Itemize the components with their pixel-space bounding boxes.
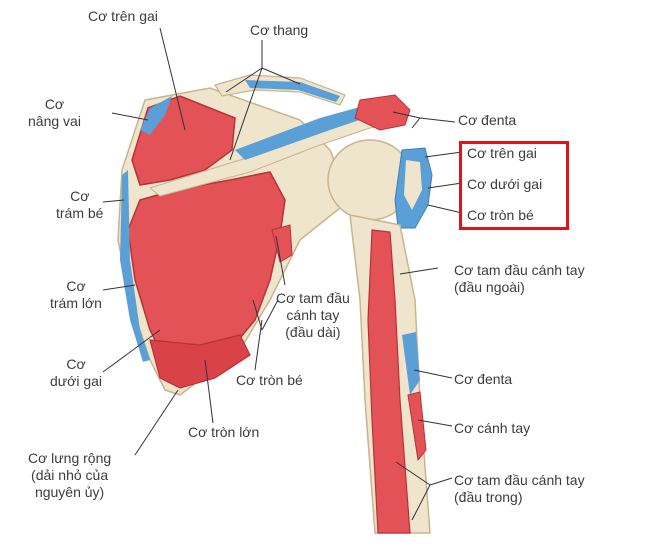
label-co-denta-top: Cơ đenta: [458, 112, 517, 128]
label-co-lung-rong: Cơ lưng rộng (dải nhỏ của nguyên ủy): [28, 450, 112, 500]
label-co-tam-dau-dai: Cơ tam đầu cánh tay (đầu dài): [276, 290, 350, 340]
teres-major-muscle: [149, 334, 251, 389]
label-co-tam-dau-ngoai: Cơ tam đầu cánh tay (đầu ngoài): [454, 262, 585, 295]
greater-tubercle: [404, 160, 422, 210]
label-co-canh-tay: Cơ cánh tay: [454, 420, 531, 436]
label-co-tren-gai-top: Cơ trên gai: [88, 8, 158, 24]
rhomboid-tendon: [120, 170, 150, 362]
label-co-tren-gai-right: Cơ trên gai: [467, 145, 537, 161]
label-co-tron-be-right: Cơ tròn bé: [467, 207, 534, 223]
trapezius-insertion: [235, 100, 395, 160]
label-co-tram-lon: Cơ trám lớn: [50, 278, 102, 311]
leader-lines: [102, 27, 463, 521]
label-co-nang-vai: Cơ nâng vai: [28, 96, 81, 129]
triceps-long-head: [367, 229, 411, 534]
label-co-duoi-gai-left: Cơ dưới gai: [50, 356, 103, 389]
label-co-duoi-gai-right: Cơ dưới gai: [467, 176, 543, 192]
clavicle-blue-insertion: [245, 80, 340, 102]
label-co-tram-be: Cơ trám bé: [56, 188, 104, 221]
levator-scapulae-tendon: [140, 96, 172, 135]
triceps-origin: [271, 224, 293, 263]
infraspinatus-muscle: [127, 171, 286, 366]
deltoid-insertion: [402, 332, 420, 395]
label-co-denta-bottom: Cơ đenta: [454, 371, 513, 387]
highlight-box: [459, 141, 569, 230]
label-co-tam-dau-trong: Cơ tam đầu cánh tay (đầu trong): [454, 472, 585, 505]
label-co-tron-lon: Cơ tròn lớn: [188, 424, 260, 440]
brachialis-muscle: [407, 391, 427, 462]
label-co-tron-be-mid: Cơ tròn bé: [236, 372, 303, 388]
label-co-thang: Cơ thang: [250, 22, 309, 38]
acromion-process: [354, 94, 411, 131]
